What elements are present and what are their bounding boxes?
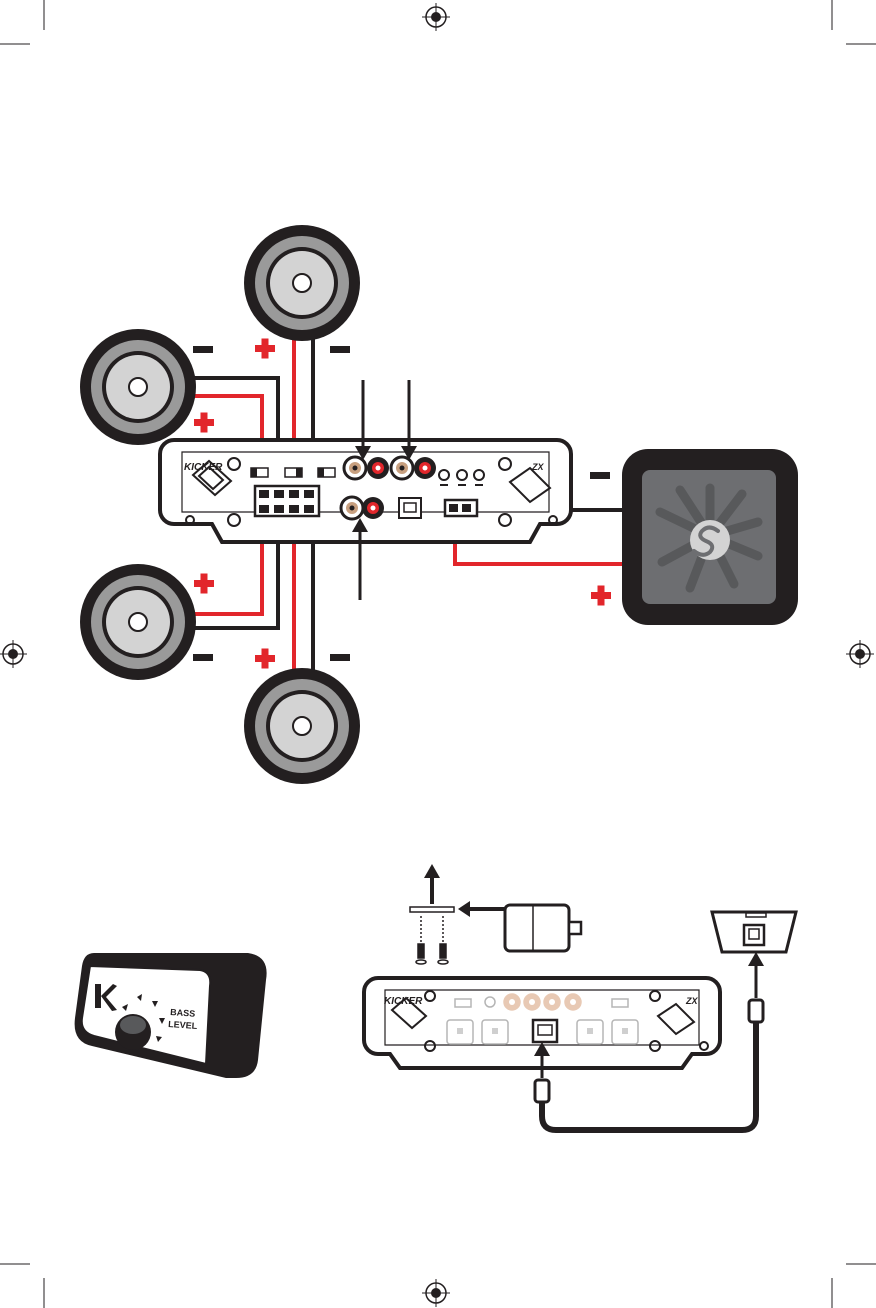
amp-model: ZX <box>685 996 698 1006</box>
speaker-left-upper <box>80 329 196 445</box>
speaker-terminal-block <box>253 484 321 518</box>
speaker-top <box>244 225 360 341</box>
remote-cable <box>533 952 765 1133</box>
amp-left-vent <box>185 457 241 527</box>
remote-port <box>531 1018 559 1044</box>
amplifier-bottom: KICKER ZX <box>362 976 722 1070</box>
remote-jack <box>710 910 798 954</box>
remote-port <box>398 497 422 519</box>
speaker-left-lower <box>80 564 196 680</box>
plus-sign <box>255 648 275 669</box>
speaker-bottom <box>244 668 360 784</box>
rca-outputs <box>339 495 384 521</box>
wire-left-lower-positive <box>190 510 264 616</box>
rca-inputs <box>342 455 436 481</box>
rj-plug <box>533 1078 551 1104</box>
plus-sign <box>591 585 611 606</box>
minus-sign <box>330 346 350 353</box>
amp-brand: KICKER <box>384 996 423 1007</box>
wire-left-lower-negative <box>190 510 280 630</box>
amp-brand: KICKER <box>184 462 223 473</box>
mounting-detail <box>409 864 583 965</box>
plus-sign <box>255 338 275 359</box>
bass-level-remote: BASS LEVEL <box>74 953 267 1078</box>
mounting-screw <box>415 916 427 965</box>
mounting-screw <box>437 916 449 965</box>
polarity-labels <box>193 338 611 669</box>
amp-right-vent <box>498 457 558 527</box>
signal-arrows <box>352 380 417 600</box>
amplifier-top: KICKER ZX <box>158 438 573 544</box>
subwoofer <box>622 449 798 625</box>
rj-plug <box>747 998 765 1024</box>
registration-mark-icon <box>0 640 27 668</box>
plus-sign <box>194 412 214 433</box>
remote-label-bass: BASS <box>170 1007 196 1019</box>
level-tick-marks <box>122 994 165 1042</box>
minus-sign <box>330 654 350 661</box>
mounting-bracket <box>409 906 455 913</box>
minus-sign <box>590 472 610 479</box>
registration-mark-icon <box>422 3 450 31</box>
solobaric-s-logo <box>690 520 730 560</box>
amp-model: ZX <box>531 462 544 472</box>
level-knobs <box>438 469 485 481</box>
minus-sign <box>193 346 213 353</box>
minus-sign <box>193 654 213 661</box>
registration-mark-icon <box>846 640 874 668</box>
remote-module-side-view <box>503 903 583 953</box>
kicker-k-logo <box>95 984 117 1011</box>
remote-label-level: LEVEL <box>168 1019 198 1031</box>
registration-mark-icon <box>422 1279 450 1307</box>
plus-sign <box>194 573 214 594</box>
